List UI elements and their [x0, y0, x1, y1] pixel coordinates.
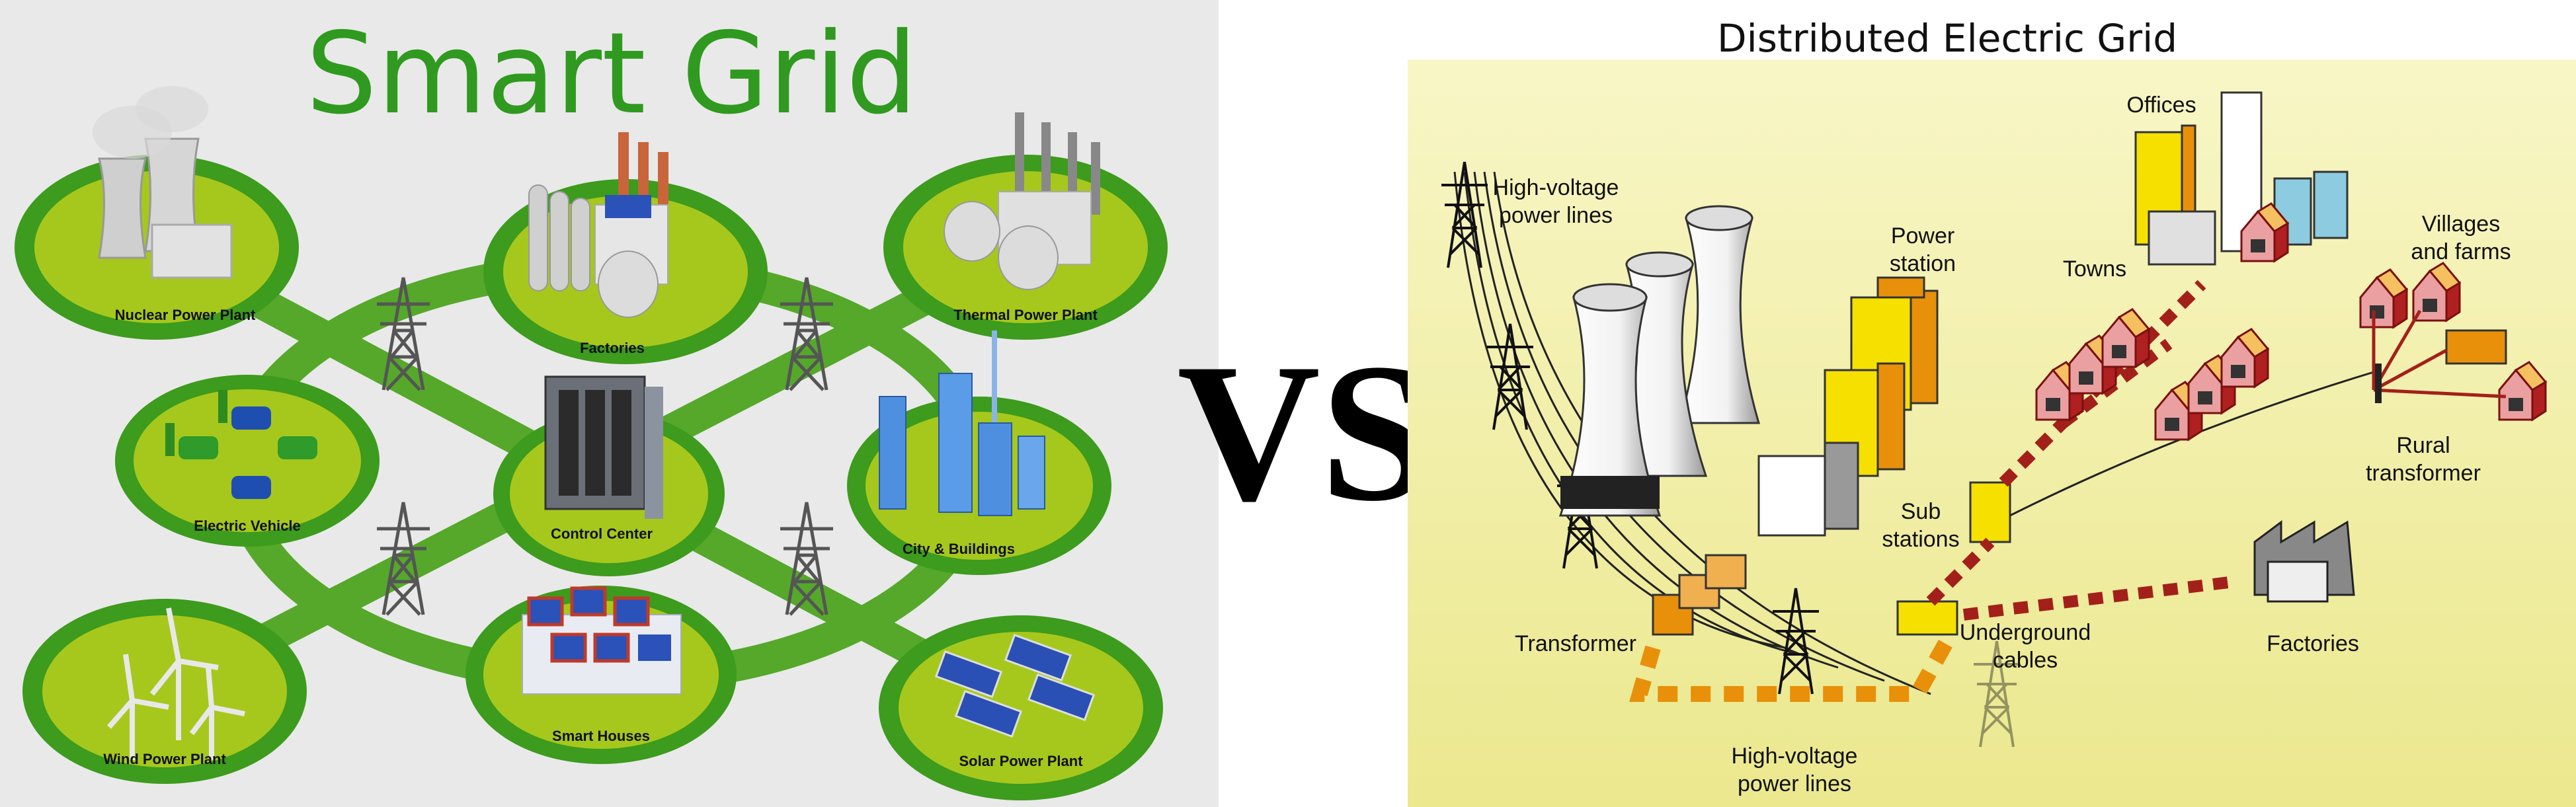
vs-label: VS — [1177, 323, 1431, 542]
label-rural-transformer: Rural — [2396, 433, 2450, 458]
label-sub-stations: stations — [1882, 527, 1959, 552]
distributed-grid-panel: Distributed Electric Grid — [1408, 0, 2576, 807]
transformer-icon — [1652, 554, 1747, 636]
label-power-station: Power — [1891, 223, 1954, 249]
node-smart-houses: Smart Houses — [465, 586, 737, 764]
smart-grid-panel: Smart Grid Nuclear Power Plant — [0, 0, 1219, 807]
node-nuclear-power-plant: Nuclear Power Plant — [15, 86, 299, 340]
node-solar-power-plant: Solar Power Plant — [879, 615, 1163, 800]
node-label: Thermal Power Plant — [953, 307, 1098, 323]
node-label: Nuclear Power Plant — [115, 307, 256, 323]
node-label: Smart Houses — [552, 728, 650, 744]
node-label: City & Buildings — [903, 541, 1015, 557]
label-villages: Villages — [2422, 211, 2500, 237]
label-sub-stations: Sub — [1901, 499, 1941, 524]
wind-turbine-icon — [106, 607, 245, 760]
label-villages: and farms — [2411, 239, 2511, 264]
label-power-station: station — [1890, 251, 1956, 276]
label-transformer: Transformer — [1515, 631, 1636, 656]
label-rural-transformer: transformer — [2366, 461, 2481, 486]
node-factories: Factories — [483, 132, 768, 364]
node-label: Factories — [580, 340, 645, 356]
offices-icon — [2134, 91, 2349, 266]
label-hv-lines-top: High-voltage — [1493, 175, 1619, 200]
label-hv-lines-bottom: power lines — [1738, 771, 1851, 796]
node-label: Wind Power Plant — [103, 751, 226, 767]
node-electric-vehicle: Electric Vehicle — [115, 375, 380, 547]
electric-car-icon — [165, 390, 317, 499]
distributed-grid-title: Distributed Electric Grid — [1717, 16, 2177, 61]
thermal-plant-icon — [944, 112, 1100, 290]
solar-panel-icon — [934, 633, 1096, 738]
node-label: Solar Power Plant — [959, 753, 1083, 769]
label-underground-cables: cables — [1993, 648, 2058, 673]
label-underground-cables: Underground — [1960, 620, 2091, 645]
factory-icon — [528, 132, 668, 318]
label-factories: Factories — [2267, 631, 2359, 656]
node-label: Control Center — [551, 525, 653, 542]
node-thermal-power-plant: Thermal Power Plant — [883, 112, 1168, 340]
node-city-buildings: City & Buildings — [847, 330, 1111, 575]
node-label: Electric Vehicle — [194, 518, 300, 534]
city-buildings-icon — [879, 330, 1045, 516]
distributed-grid-labels: High-voltage power lines Power station O… — [1493, 93, 2511, 796]
node-wind-power-plant: Wind Power Plant — [22, 599, 307, 784]
substation-icon — [1896, 481, 2011, 636]
label-hv-lines-top: power lines — [1499, 203, 1613, 228]
cooling-tower-icon — [93, 86, 233, 279]
underground-cables — [1926, 280, 2236, 621]
label-towns: Towns — [2063, 256, 2126, 282]
smart-grid-title: Smart Grid — [305, 9, 917, 139]
village-houses — [2359, 262, 2547, 421]
smart-house-icon — [522, 586, 682, 695]
label-hv-lines-bottom: High-voltage — [1732, 744, 1858, 769]
node-control-center: Control Center — [493, 375, 725, 576]
label-offices: Offices — [2126, 93, 2196, 118]
power-station-icon — [1558, 205, 1939, 537]
factories-icon — [2253, 520, 2355, 603]
server-rack-icon — [544, 375, 663, 519]
rural-transformer-icon — [2372, 309, 2507, 403]
